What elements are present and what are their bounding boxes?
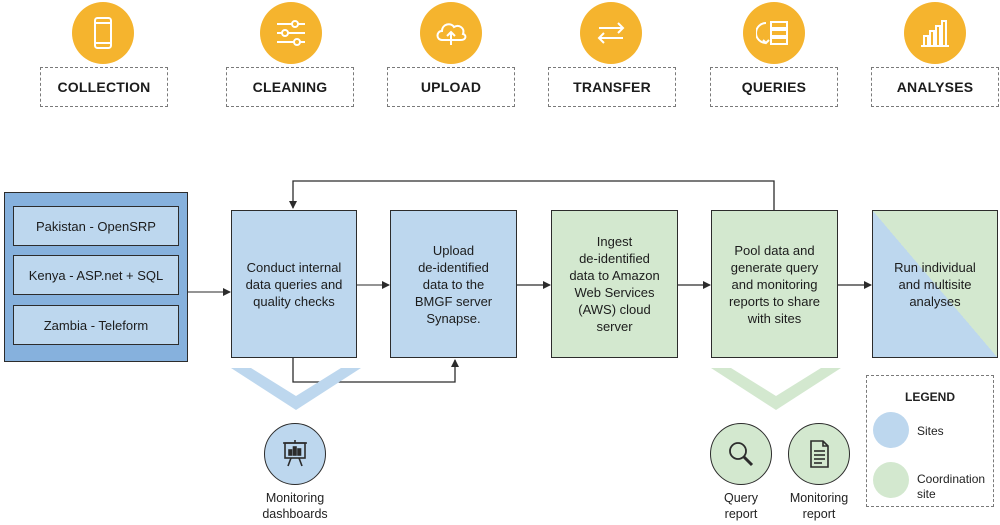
query-report-caption: Query report — [723, 491, 759, 521]
queries-step-text: Pool data and generate query and monitor… — [728, 242, 821, 326]
stage-label-collection: COLLECTION — [40, 67, 168, 107]
magnifier-icon — [710, 423, 772, 485]
legend-title: LEGEND — [904, 390, 955, 404]
cleaning-step-text: Conduct internal data queries and qualit… — [245, 259, 343, 309]
upload-step-text: Upload de-identified data to the BMGF se… — [414, 242, 493, 326]
stage-label-upload: UPLOAD — [387, 67, 515, 107]
upload-step: Upload de-identified data to the BMGF se… — [390, 210, 517, 358]
stage-label-queries: QUERIES — [710, 67, 838, 107]
monitoring-dashboards-caption: Monitoring dashboards — [262, 491, 328, 521]
sites-group: Pakistan - OpenSRP Kenya - ASP.net + SQL… — [4, 192, 188, 362]
legend-sites-label: Sites — [917, 424, 944, 438]
legend: LEGEND Sites Coordination site — [866, 375, 994, 507]
analyses-step-text: Run individual and multisite analyses — [894, 259, 976, 309]
stage-label-cleaning: CLEANING — [226, 67, 354, 107]
stage-label-analyses: ANALYSES — [871, 67, 999, 107]
site-zambia: Zambia - Teleform — [13, 305, 179, 345]
monitoring-report-caption: Monitoring report — [789, 491, 849, 521]
smartphone-icon — [72, 2, 134, 64]
legend-coordination-label: Coordination site — [917, 472, 986, 501]
queries-chevron — [711, 368, 841, 410]
transfer-arrows-icon — [580, 2, 642, 64]
bar-chart-icon — [904, 2, 966, 64]
transfer-step-text: Ingest de-identified data to Amazon Web … — [569, 234, 660, 334]
transfer-step: Ingest de-identified data to Amazon Web … — [551, 210, 678, 358]
site-kenya: Kenya - ASP.net + SQL — [13, 255, 179, 295]
legend-coordination-swatch — [873, 462, 909, 498]
sliders-icon — [260, 2, 322, 64]
stage-label-transfer: TRANSFER — [548, 67, 676, 107]
cloud-upload-icon — [420, 2, 482, 64]
queries-step: Pool data and generate query and monitor… — [711, 210, 838, 358]
presentation-board-icon — [264, 423, 326, 485]
cleaning-chevron — [231, 368, 361, 410]
cleaning-step: Conduct internal data queries and qualit… — [231, 210, 357, 358]
legend-sites-swatch — [873, 412, 909, 448]
site-pakistan: Pakistan - OpenSRP — [13, 206, 179, 246]
document-icon — [788, 423, 850, 485]
query-list-icon — [743, 2, 805, 64]
analyses-step: Run individual and multisite analyses — [872, 210, 998, 358]
